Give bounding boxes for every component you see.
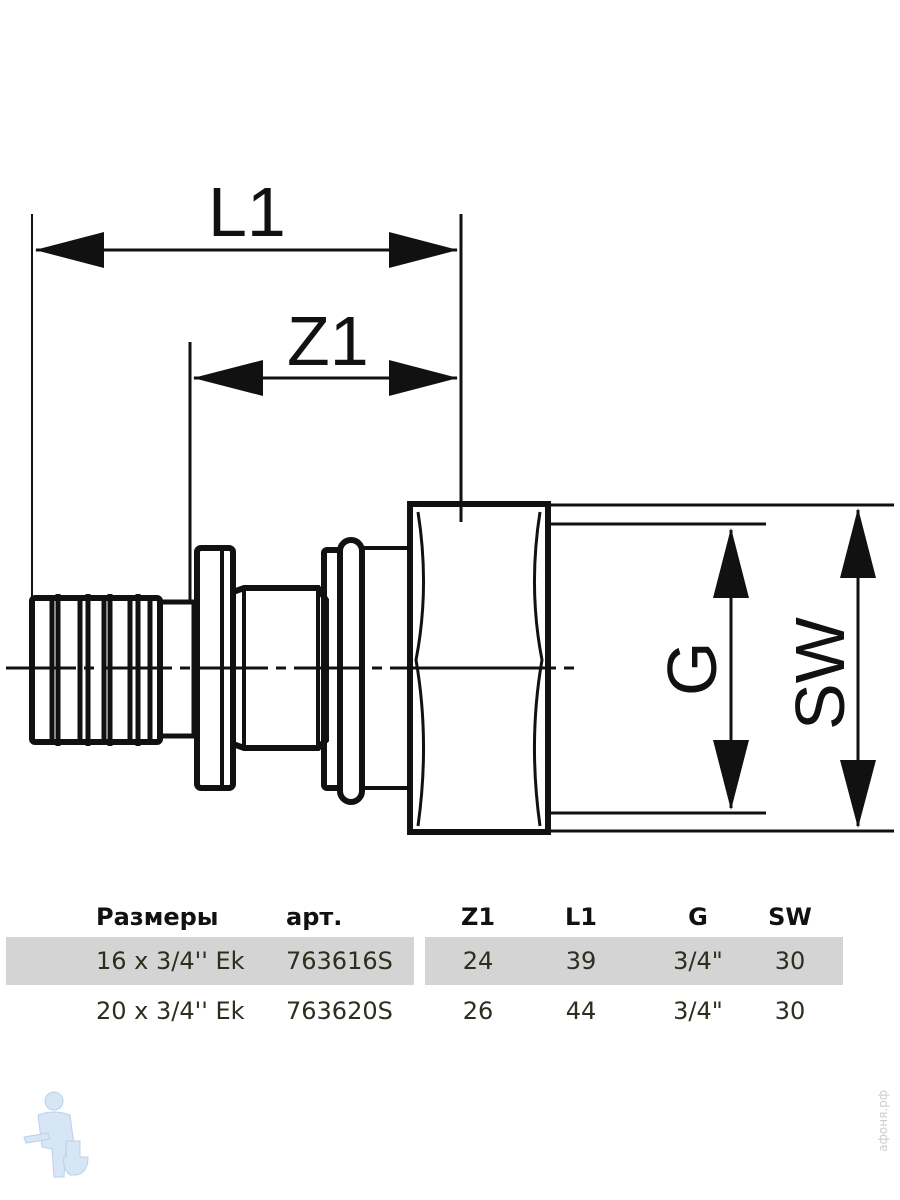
l1-right-arrow [389,232,458,268]
table-header-row: Размеры арт. Z1 L1 G SW [88,895,878,939]
cell-art: 763616S [286,947,393,975]
sw-label: SW [781,617,859,730]
sw-bottom-arrow [840,760,876,828]
header-l1: L1 [565,903,597,931]
sw-top-arrow [840,508,876,578]
watermark-text: афоня.рф [876,1090,890,1152]
row-1-shade-right [425,937,843,985]
z1-right-arrow [389,360,458,396]
l1-label: L1 [208,173,286,251]
cell-g: 3/4" [673,947,723,975]
header-art: арт. [286,903,343,931]
cell-art: 763620S [286,997,393,1025]
cell-size: 20 x 3/4'' Ek [96,997,245,1025]
l1-left-arrow [35,232,104,268]
cell-size: 16 x 3/4'' Ek [96,947,245,975]
g-top-arrow [713,528,749,598]
g-label: G [653,642,731,696]
g-bottom-arrow [713,740,749,810]
cell-g: 3/4" [673,997,723,1025]
table-row: 20 x 3/4'' Ek 763620S 26 44 3/4" 30 [88,989,878,1033]
fitting-technical-drawing: L1 Z1 G SW [6,173,894,835]
header-size: Размеры [96,903,219,931]
header-g: G [688,903,708,931]
cell-z1: 24 [462,947,494,975]
cell-sw: 30 [774,997,806,1025]
o-ring [337,537,365,805]
table-row: 16 x 3/4'' Ek 763616S 24 39 3/4" 30 [88,939,878,983]
flange [194,545,236,791]
cell-l1: 44 [565,997,597,1025]
z1-left-arrow [193,360,263,396]
row-1-shade-left [6,937,414,985]
cell-sw: 30 [774,947,806,975]
plumber-logo-icon [23,1091,89,1178]
cell-l1: 39 [565,947,597,975]
header-sw: SW [768,903,812,931]
z1-label: Z1 [287,302,369,380]
header-z1: Z1 [460,903,496,931]
cell-z1: 26 [462,997,494,1025]
